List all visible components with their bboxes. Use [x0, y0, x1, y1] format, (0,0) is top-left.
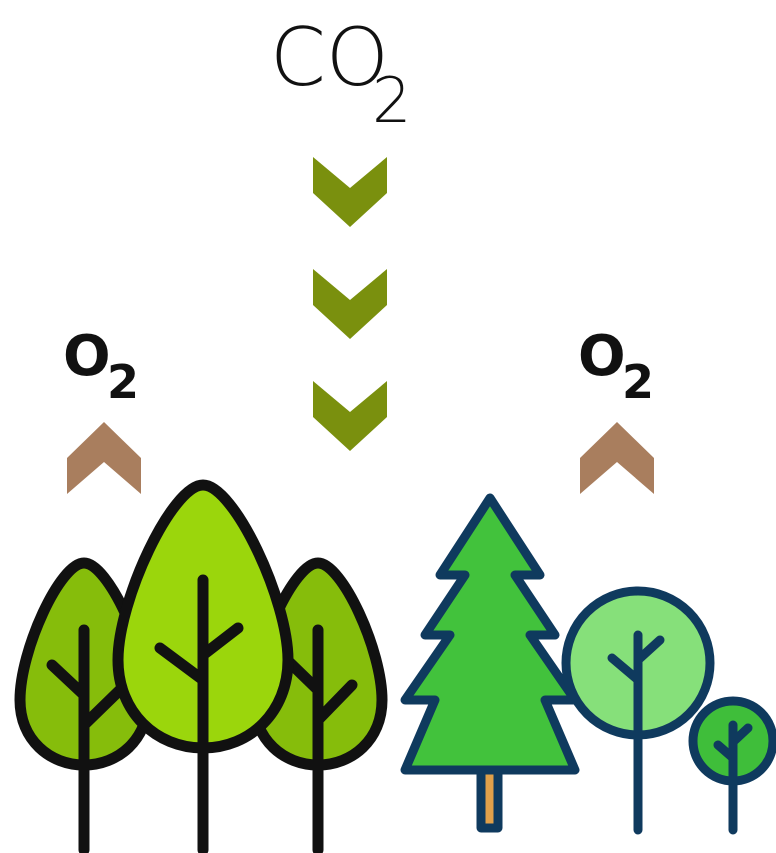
deciduous-trees-group: [14, 479, 388, 853]
co2-label: CO 2: [270, 11, 411, 137]
deciduous-tree-center-icon: [112, 479, 294, 853]
down-arrows: [313, 157, 387, 451]
o2-label-right: O 2: [578, 324, 654, 409]
o2-right-subscript: 2: [622, 355, 654, 409]
co2-main-text: CO: [270, 11, 389, 104]
o2-left-subscript: 2: [107, 355, 139, 409]
up-chevron-icon: [580, 422, 654, 494]
down-chevron-icon: [313, 269, 387, 339]
round-tree-small-icon: [688, 696, 776, 835]
co2-subscript: 2: [372, 64, 411, 137]
o2-label-left: O 2: [63, 324, 139, 409]
down-chevron-icon: [313, 381, 387, 451]
pine-tree-icon: [400, 493, 580, 833]
round-trees-group: [561, 586, 776, 835]
round-tree-large-icon: [561, 586, 715, 835]
o2-right-main-text: O: [578, 324, 626, 389]
down-chevron-icon: [313, 157, 387, 227]
o2-left-main-text: O: [63, 324, 111, 389]
up-chevron-icon: [67, 422, 141, 494]
